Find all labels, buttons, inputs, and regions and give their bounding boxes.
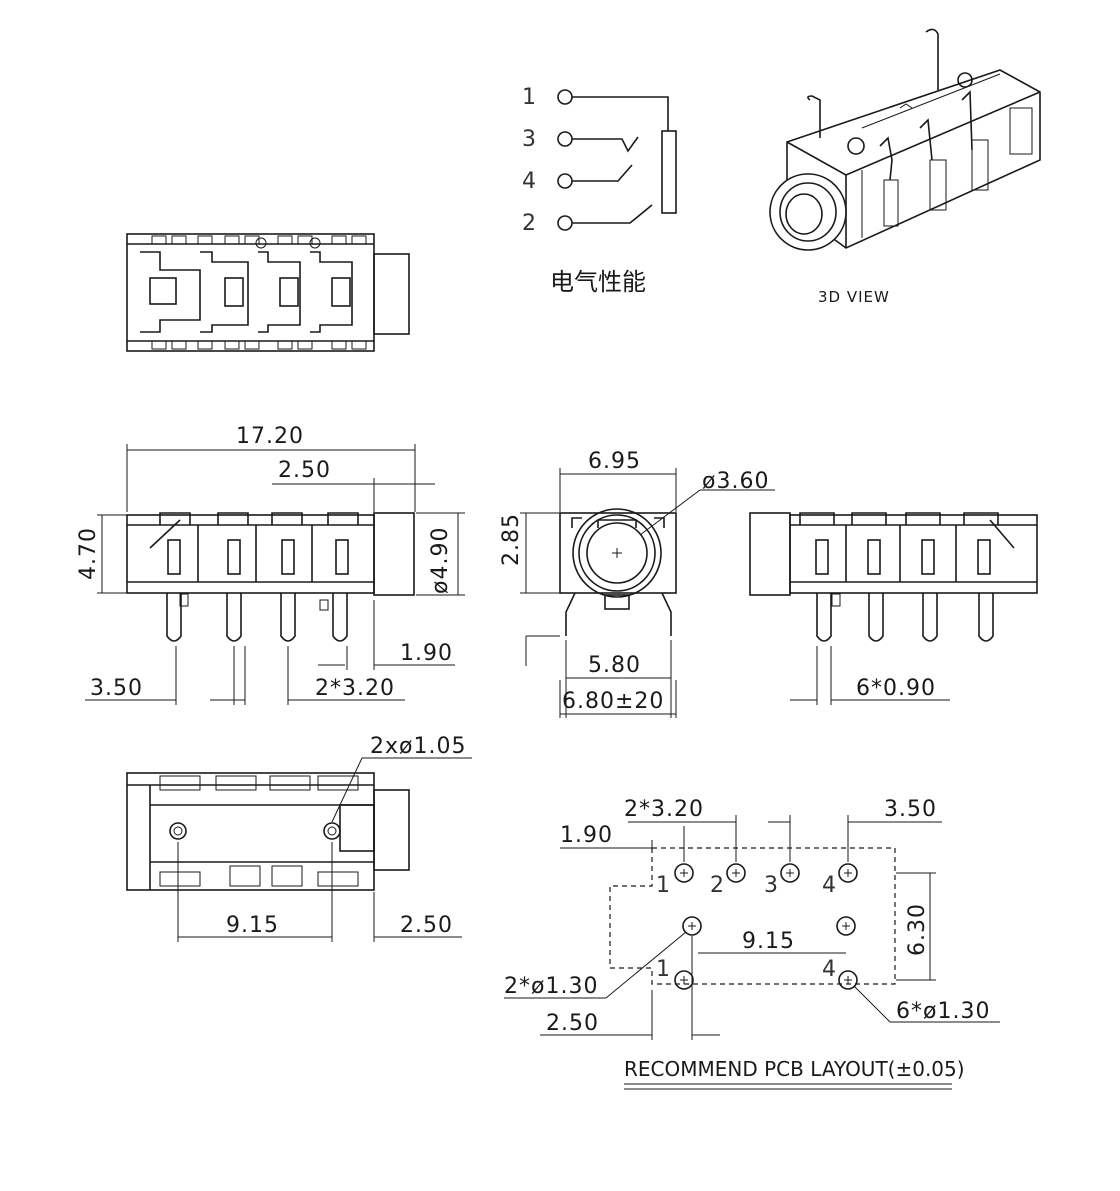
dim-hole: ø3.60	[702, 469, 769, 494]
pcb-dim-pitch: 2*3.20	[624, 797, 704, 822]
dim-post-spacing: 9.15	[226, 913, 279, 938]
dim-pitch: 2*3.20	[315, 676, 395, 701]
pcb-dim-row-spacing: 6.30	[905, 903, 930, 956]
pcb-top-pin-3: 3	[764, 873, 778, 898]
pcb-layout-title: RECOMMEND PCB LAYOUT(±0.05)	[624, 1057, 965, 1081]
schematic-pin-4: 4	[522, 169, 536, 194]
pcb-dim-post-holes: 2*ø1.30	[504, 974, 598, 999]
schematic-caption: 电气性能	[550, 268, 646, 296]
pcb-dim-front: 2.50	[546, 1011, 599, 1036]
pcb-layout: 1 2 3 4 1 4 2*3.20	[504, 797, 1000, 1090]
dim-center-height: 2.85	[499, 513, 524, 566]
dim-pin-width: 6*0.90	[856, 676, 936, 701]
dim-leg-span: 5.80	[588, 653, 641, 678]
bottom-view: 2xø1.05 9.15 2.50	[126, 734, 472, 942]
dim-bottom-front: 2.50	[400, 913, 453, 938]
schematic-pin-3: 3	[522, 127, 536, 152]
pcb-dim-post-spacing: 9.15	[742, 929, 795, 954]
schematic-pin-1: 1	[522, 85, 536, 110]
dim-front: 2.50	[278, 458, 331, 483]
iso-view: 3D VIEW	[769, 28, 1041, 306]
pcb-dim-pin-holes: 6*ø1.30	[896, 999, 990, 1024]
pcb-dim-rear: 3.50	[884, 797, 937, 822]
pcb-top-pin-2: 2	[710, 873, 724, 898]
dim-first-pin: 1.90	[400, 641, 453, 666]
schematic-pin-2: 2	[522, 211, 536, 236]
dim-length: 17.20	[236, 424, 304, 449]
dim-height: 4.70	[76, 527, 101, 580]
front-view: 6.95 ø3.60 2.85 5.80 6.80±20	[499, 449, 775, 718]
dim-width: 6.95	[588, 449, 641, 474]
schematic: 1 3 4 2 电气性能	[522, 85, 677, 296]
pcb-top-pin-4: 4	[822, 873, 836, 898]
pcb-bottom-pin-1: 1	[656, 957, 670, 982]
side-view: 17.20 2.50 4.70 ø4.90 1.90 3.50 2*3.20	[76, 424, 465, 705]
top-view	[126, 233, 410, 352]
dim-rear: 3.50	[90, 676, 143, 701]
dim-body-width: 6.80±20	[562, 689, 664, 714]
pcb-bottom-pin-4: 4	[822, 957, 836, 982]
iso-view-label: 3D VIEW	[818, 288, 890, 306]
other-side-view: 6*0.90	[749, 512, 1038, 705]
pcb-dim-first: 1.90	[560, 823, 613, 848]
pcb-top-pin-1: 1	[656, 873, 670, 898]
dim-posts: 2xø1.05	[370, 734, 466, 759]
dim-diameter: ø4.90	[428, 527, 453, 594]
